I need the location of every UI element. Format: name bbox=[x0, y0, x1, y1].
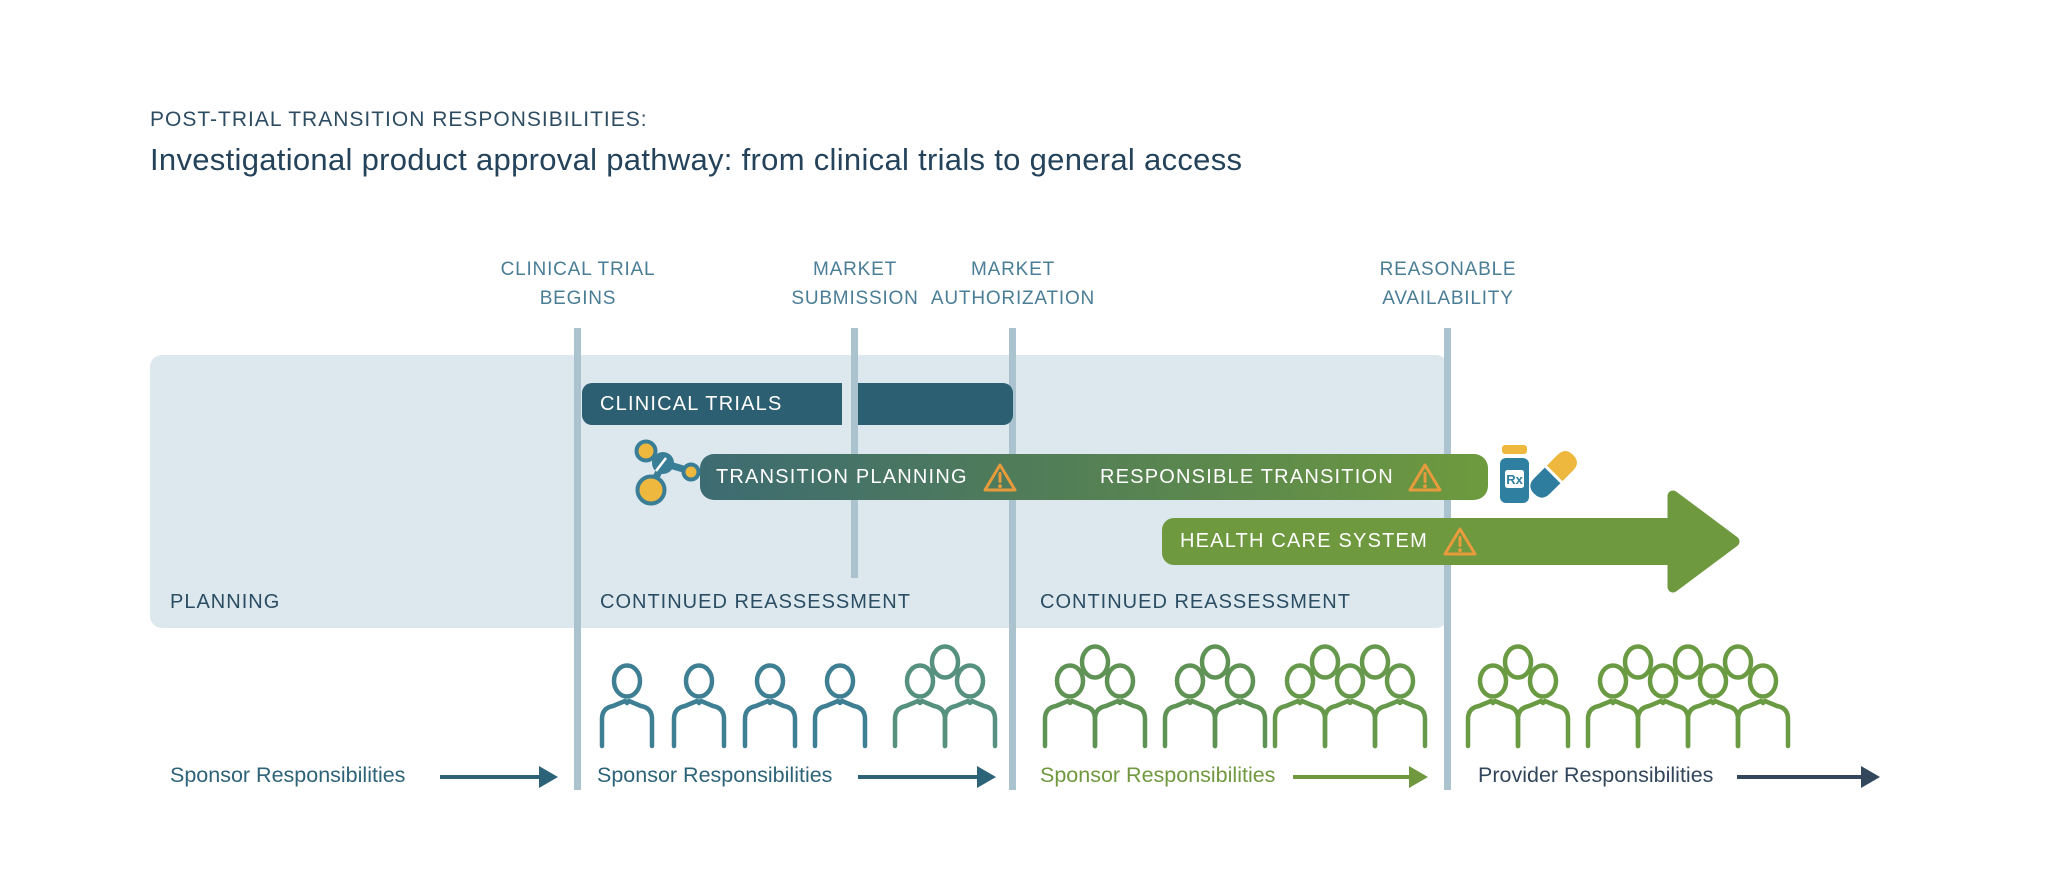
sponsor-arrow-1 bbox=[440, 766, 558, 788]
transition-planning-group: TRANSITION PLANNING bbox=[716, 461, 1018, 494]
clinical-trials-bar: CLINICAL TRIALS bbox=[582, 383, 842, 425]
warning-icon bbox=[1443, 527, 1477, 556]
arrowhead-icon bbox=[1667, 490, 1740, 593]
people-icon bbox=[1042, 644, 1148, 749]
sponsor-responsibilities-label-1: Sponsor Responsibilities bbox=[170, 763, 406, 787]
people-icon bbox=[1585, 644, 1791, 749]
people-icon bbox=[812, 663, 868, 749]
transition-planning-label: TRANSITION PLANNING bbox=[716, 465, 968, 488]
transition-bar: TRANSITION PLANNING RESPONSIBLE TRANSITI… bbox=[700, 454, 1488, 500]
eyebrow-heading: POST-TRIAL TRANSITION RESPONSIBILITIES: bbox=[150, 108, 648, 131]
sponsor-responsibilities-label-3: Sponsor Responsibilities bbox=[1040, 763, 1276, 787]
phase-reassessment-label-2: CONTINUED REASSESSMENT bbox=[1040, 591, 1351, 613]
sponsor-responsibilities-label-2: Sponsor Responsibilities bbox=[597, 763, 833, 787]
phase-planning-label: PLANNING bbox=[170, 591, 281, 613]
people-icons-layer bbox=[0, 644, 2048, 749]
clinical-trials-bar-segment2 bbox=[858, 383, 1013, 425]
warning-icon bbox=[983, 463, 1017, 491]
provider-responsibilities-label: Provider Responsibilities bbox=[1478, 763, 1714, 787]
people-icon bbox=[599, 663, 655, 749]
timeline-line-market-authorization bbox=[1009, 328, 1016, 790]
people-icon bbox=[1465, 644, 1571, 749]
timeline-line-clinical-trial-begins bbox=[574, 328, 581, 790]
page-title: Investigational product approval pathway… bbox=[150, 142, 1243, 177]
people-icon bbox=[892, 644, 998, 749]
responsible-transition-group: RESPONSIBLE TRANSITION bbox=[1100, 466, 1394, 489]
health-care-system-label: HEALTH CARE SYSTEM bbox=[1180, 530, 1428, 552]
rx-label: Rx bbox=[1506, 472, 1523, 487]
capsule-icon bbox=[1530, 451, 1577, 498]
sponsor-arrow-2 bbox=[858, 766, 996, 788]
sponsor-arrow-3 bbox=[1293, 766, 1428, 788]
provider-arrow bbox=[1737, 766, 1880, 788]
people-icon bbox=[671, 663, 727, 749]
timeline-line-market-submission bbox=[851, 328, 858, 578]
pill-bottle-icon: Rx bbox=[1500, 445, 1529, 503]
phase-reassessment-label-1: CONTINUED REASSESSMENT bbox=[600, 591, 911, 613]
responsible-transition-label: RESPONSIBLE TRANSITION bbox=[1100, 465, 1394, 488]
warning-icon bbox=[1408, 463, 1442, 491]
people-icon bbox=[742, 663, 798, 749]
people-icon bbox=[1162, 644, 1268, 749]
health-care-system-bar: HEALTH CARE SYSTEM bbox=[1162, 518, 1673, 565]
molecule-icon bbox=[634, 439, 701, 506]
people-icon bbox=[1272, 644, 1428, 749]
clinical-trials-label: CLINICAL TRIALS bbox=[600, 392, 783, 415]
